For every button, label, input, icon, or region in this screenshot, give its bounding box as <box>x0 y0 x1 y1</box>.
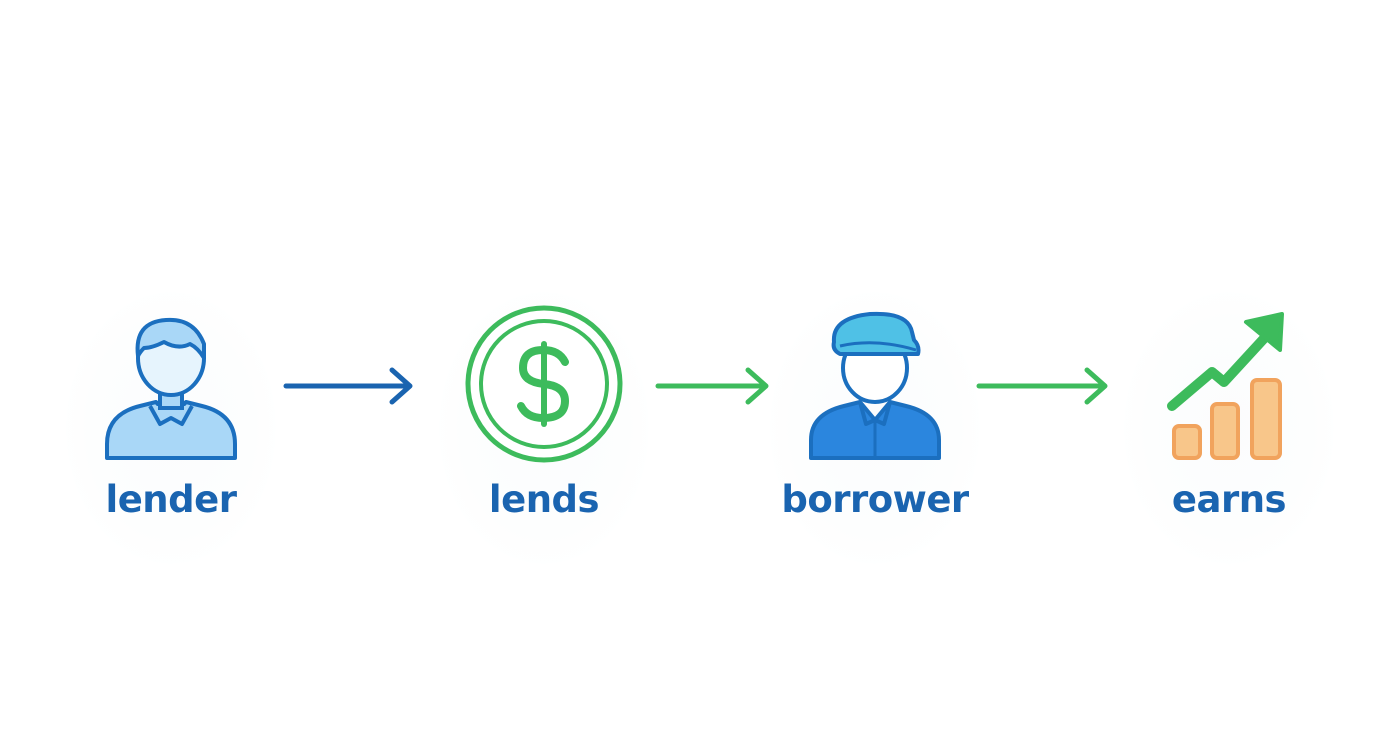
arrow-right-icon <box>655 367 769 405</box>
earns-label: earns <box>1171 478 1287 521</box>
earns-node: earns <box>1124 292 1334 564</box>
dollar-coin-icon <box>465 305 623 463</box>
arrow-right-icon <box>976 367 1108 405</box>
arrow-right-icon <box>283 367 413 405</box>
growth-chart-icon <box>1167 312 1284 460</box>
lender-label: lender <box>105 478 237 521</box>
person-icon <box>105 317 237 460</box>
borrower-label: borrower <box>781 478 969 521</box>
lender-node: lender <box>66 292 276 564</box>
lends-label: lends <box>488 478 600 521</box>
borrower-node: borrower <box>770 292 980 564</box>
lends-node: lends <box>439 292 649 564</box>
capped-person-icon <box>809 311 941 460</box>
